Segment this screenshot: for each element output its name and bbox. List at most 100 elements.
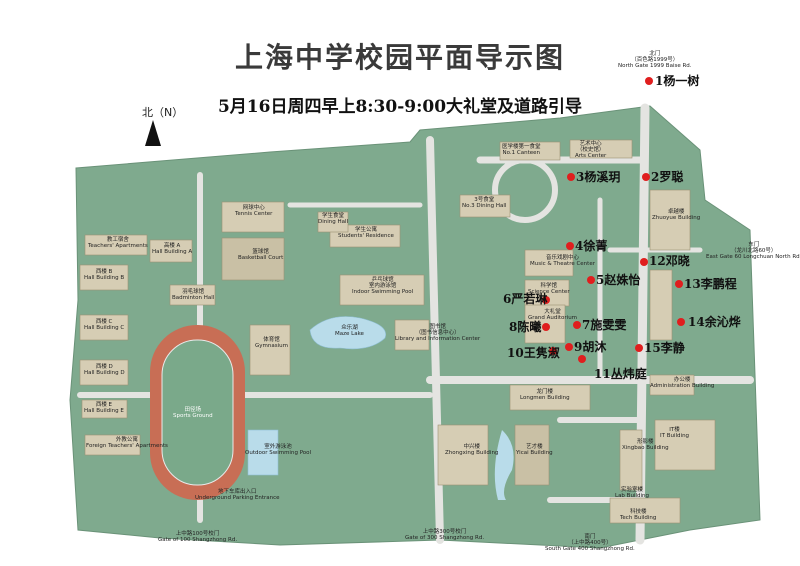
guide-point-6-label: 6严若琳 [503,292,548,306]
building-b [79,264,129,291]
building-d [79,359,129,386]
map-subtitle: 5月16日周四早上8:30-9:00大礼堂及道路引导 [217,97,583,117]
guide-point-14-marker[interactable] [677,318,685,326]
music-building [524,249,574,277]
guide-point-8-marker[interactable] [542,323,550,331]
map-title: 上海中学校园平面导示图 [234,41,565,74]
guide-point-10-marker[interactable] [549,347,557,355]
dorm-building [84,234,148,256]
yicai-building [514,424,550,486]
guide-point-7-label: 7施雯雯 [582,318,627,332]
canteen-building [499,141,561,161]
pond [494,430,514,500]
science-tech-building [609,497,681,524]
dining3-building [459,194,511,218]
guide-point-4-marker[interactable] [566,242,574,250]
admin-building [649,374,695,396]
sports-ground [150,325,245,500]
lab-building [649,269,673,341]
guide-point-6-marker[interactable] [542,296,550,304]
guide-point-13-marker[interactable] [675,280,683,288]
zhuoyue-building [649,189,691,251]
arts-center-building [569,139,633,159]
guide-point-3-marker[interactable] [567,173,575,181]
guide-point-12-marker[interactable] [640,258,648,266]
guide-point-1-marker[interactable] [645,77,653,85]
longmen-building [509,384,591,411]
guide-point-9-marker[interactable] [565,343,573,351]
guide-point-8-label: 8陈曦 [509,320,542,334]
guide-point-14-label: 14余沁烨 [688,315,741,329]
pool-building [339,274,425,306]
dining-building [317,211,349,233]
building-c [79,314,129,341]
guide-point-5-label: 5赵姝怡 [596,273,641,287]
it-building [654,419,716,471]
north-gate-label: 北门（百色路1999号）North Gate 1999 Baise Rd. [618,51,692,69]
guide-point-1-label: 1杨一树 [655,74,700,88]
guide-point-2-marker[interactable] [642,173,650,181]
guide-point-11-label: 11丛炜庭 [594,367,647,381]
guide-point-13-label: 13李鹏程 [684,277,737,291]
xingbao-building [619,429,643,491]
east-gate-label: 东门（龙川北路60号）East Gate 60 Longchuan North … [706,242,800,260]
north-arrow-icon [145,120,161,146]
buildings [79,139,716,524]
basketball-building [221,237,285,281]
guide-point-15-marker[interactable] [635,344,643,352]
north-label: 北（N） [142,106,184,119]
guide-point-2-label: 2罗聪 [651,170,684,184]
guide-point-12-label: 12邓晓 [649,254,690,268]
guide-point-10-label: 10王隽淑 [507,346,560,360]
arts-center-label: 艺术中心（校史馆）Arts Center [575,141,607,159]
guide-point-9-label: 9胡沐 [574,340,607,354]
gym-building [249,324,291,376]
badminton-building [169,284,216,306]
foreign-apt-building [84,434,141,456]
library-building [394,319,430,351]
guide-point-11-marker[interactable] [578,355,586,363]
guide-point-5-marker[interactable] [587,276,595,284]
tennis-building [221,201,285,233]
building-a [149,239,193,263]
guide-point-4-label: 4徐菁 [575,239,608,253]
outdoor-pool [247,429,279,476]
guide-point-15-label: 15李静 [644,341,685,355]
guide-point-7-marker[interactable] [573,321,581,329]
zhongxing-building [437,424,489,486]
